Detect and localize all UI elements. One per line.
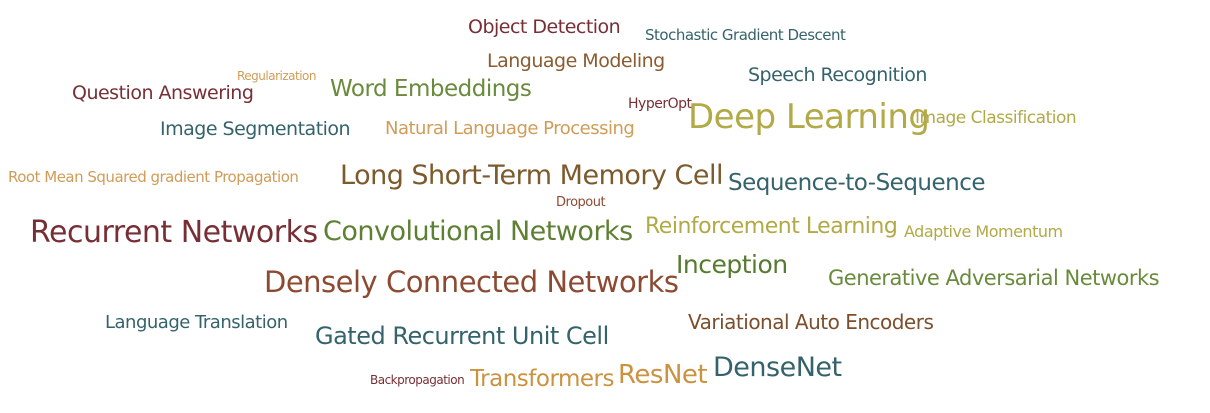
cloud-word: Adaptive Momentum xyxy=(904,222,1063,241)
cloud-word: Transformers xyxy=(470,366,615,392)
cloud-word: Language Modeling xyxy=(487,50,665,72)
cloud-word: Recurrent Networks xyxy=(30,215,318,250)
cloud-word: Backpropagation xyxy=(370,373,465,387)
cloud-word: Deep Learning xyxy=(688,97,930,137)
cloud-word: Question Answering xyxy=(72,82,254,104)
cloud-word: Word Embeddings xyxy=(330,76,532,102)
cloud-word: Long Short-Term Memory Cell xyxy=(340,160,724,191)
cloud-word: Reinforcement Learning xyxy=(645,214,898,239)
cloud-word: ResNet xyxy=(618,360,708,390)
cloud-word: Variational Auto Encoders xyxy=(688,310,934,334)
cloud-word: Dropout xyxy=(556,195,606,210)
cloud-word: Stochastic Gradient Descent xyxy=(645,26,846,44)
cloud-word: Inception xyxy=(676,250,788,279)
cloud-word: DenseNet xyxy=(713,352,842,383)
cloud-word: Image Segmentation xyxy=(160,118,351,140)
cloud-word: Sequence-to-Sequence xyxy=(728,170,986,196)
cloud-word: HyperOpt xyxy=(628,96,692,112)
cloud-word: Densely Connected Networks xyxy=(264,265,679,299)
cloud-word: Natural Language Processing xyxy=(385,118,635,139)
cloud-word: Gated Recurrent Unit Cell xyxy=(315,322,609,350)
cloud-word: Convolutional Networks xyxy=(323,216,633,247)
cloud-word: Root Mean Squared gradient Propagation xyxy=(8,168,299,186)
cloud-word: Speech Recognition xyxy=(748,64,927,86)
cloud-word: Language Translation xyxy=(105,312,288,333)
cloud-word: Image Classification xyxy=(915,108,1077,128)
cloud-word: Generative Adversarial Networks xyxy=(828,266,1160,290)
cloud-word: Regularization xyxy=(237,69,317,83)
cloud-word: Object Detection xyxy=(468,16,621,38)
